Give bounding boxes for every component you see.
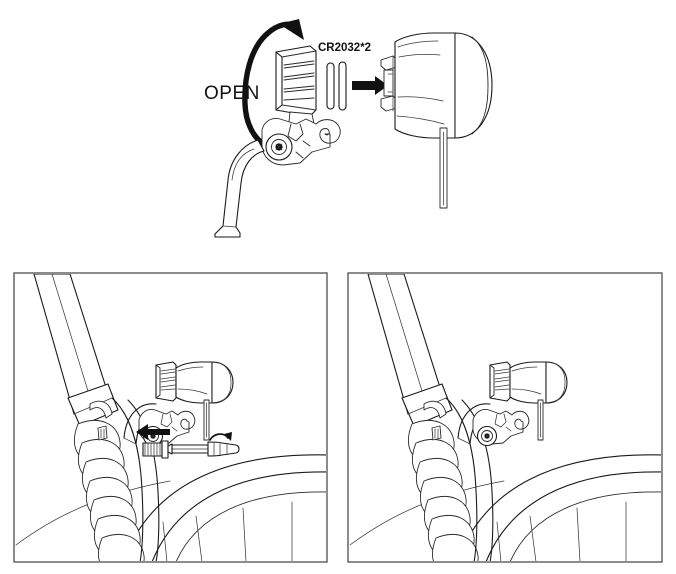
insert-screw-arrow	[136, 424, 170, 440]
coin-cell-pair	[326, 61, 347, 111]
headlight-body	[380, 32, 493, 209]
coin-cell	[326, 62, 335, 110]
bicycle-fork	[33, 274, 160, 561]
panel-mounted-result	[347, 272, 663, 563]
panel-mount-with-screw	[13, 272, 328, 563]
coin-cell	[338, 61, 347, 111]
mounting-screw	[142, 440, 169, 459]
insert-batteries-arrow	[352, 76, 388, 95]
battery-cap	[275, 45, 317, 129]
top-diagram: OPEN CR2032*2	[204, 19, 493, 238]
turn-screwdriver-arrow	[224, 432, 232, 441]
headlight	[489, 361, 568, 441]
suspension-coil	[74, 420, 145, 561]
battery-type-label: CR2032*2	[318, 42, 371, 54]
bicycle-fork	[367, 274, 494, 561]
mount-bracket	[214, 118, 341, 238]
mount-bracket	[457, 403, 530, 447]
open-label: OPEN	[204, 83, 260, 104]
headlight	[155, 361, 234, 441]
suspension-coil	[408, 420, 479, 561]
screwdriver	[167, 432, 240, 457]
